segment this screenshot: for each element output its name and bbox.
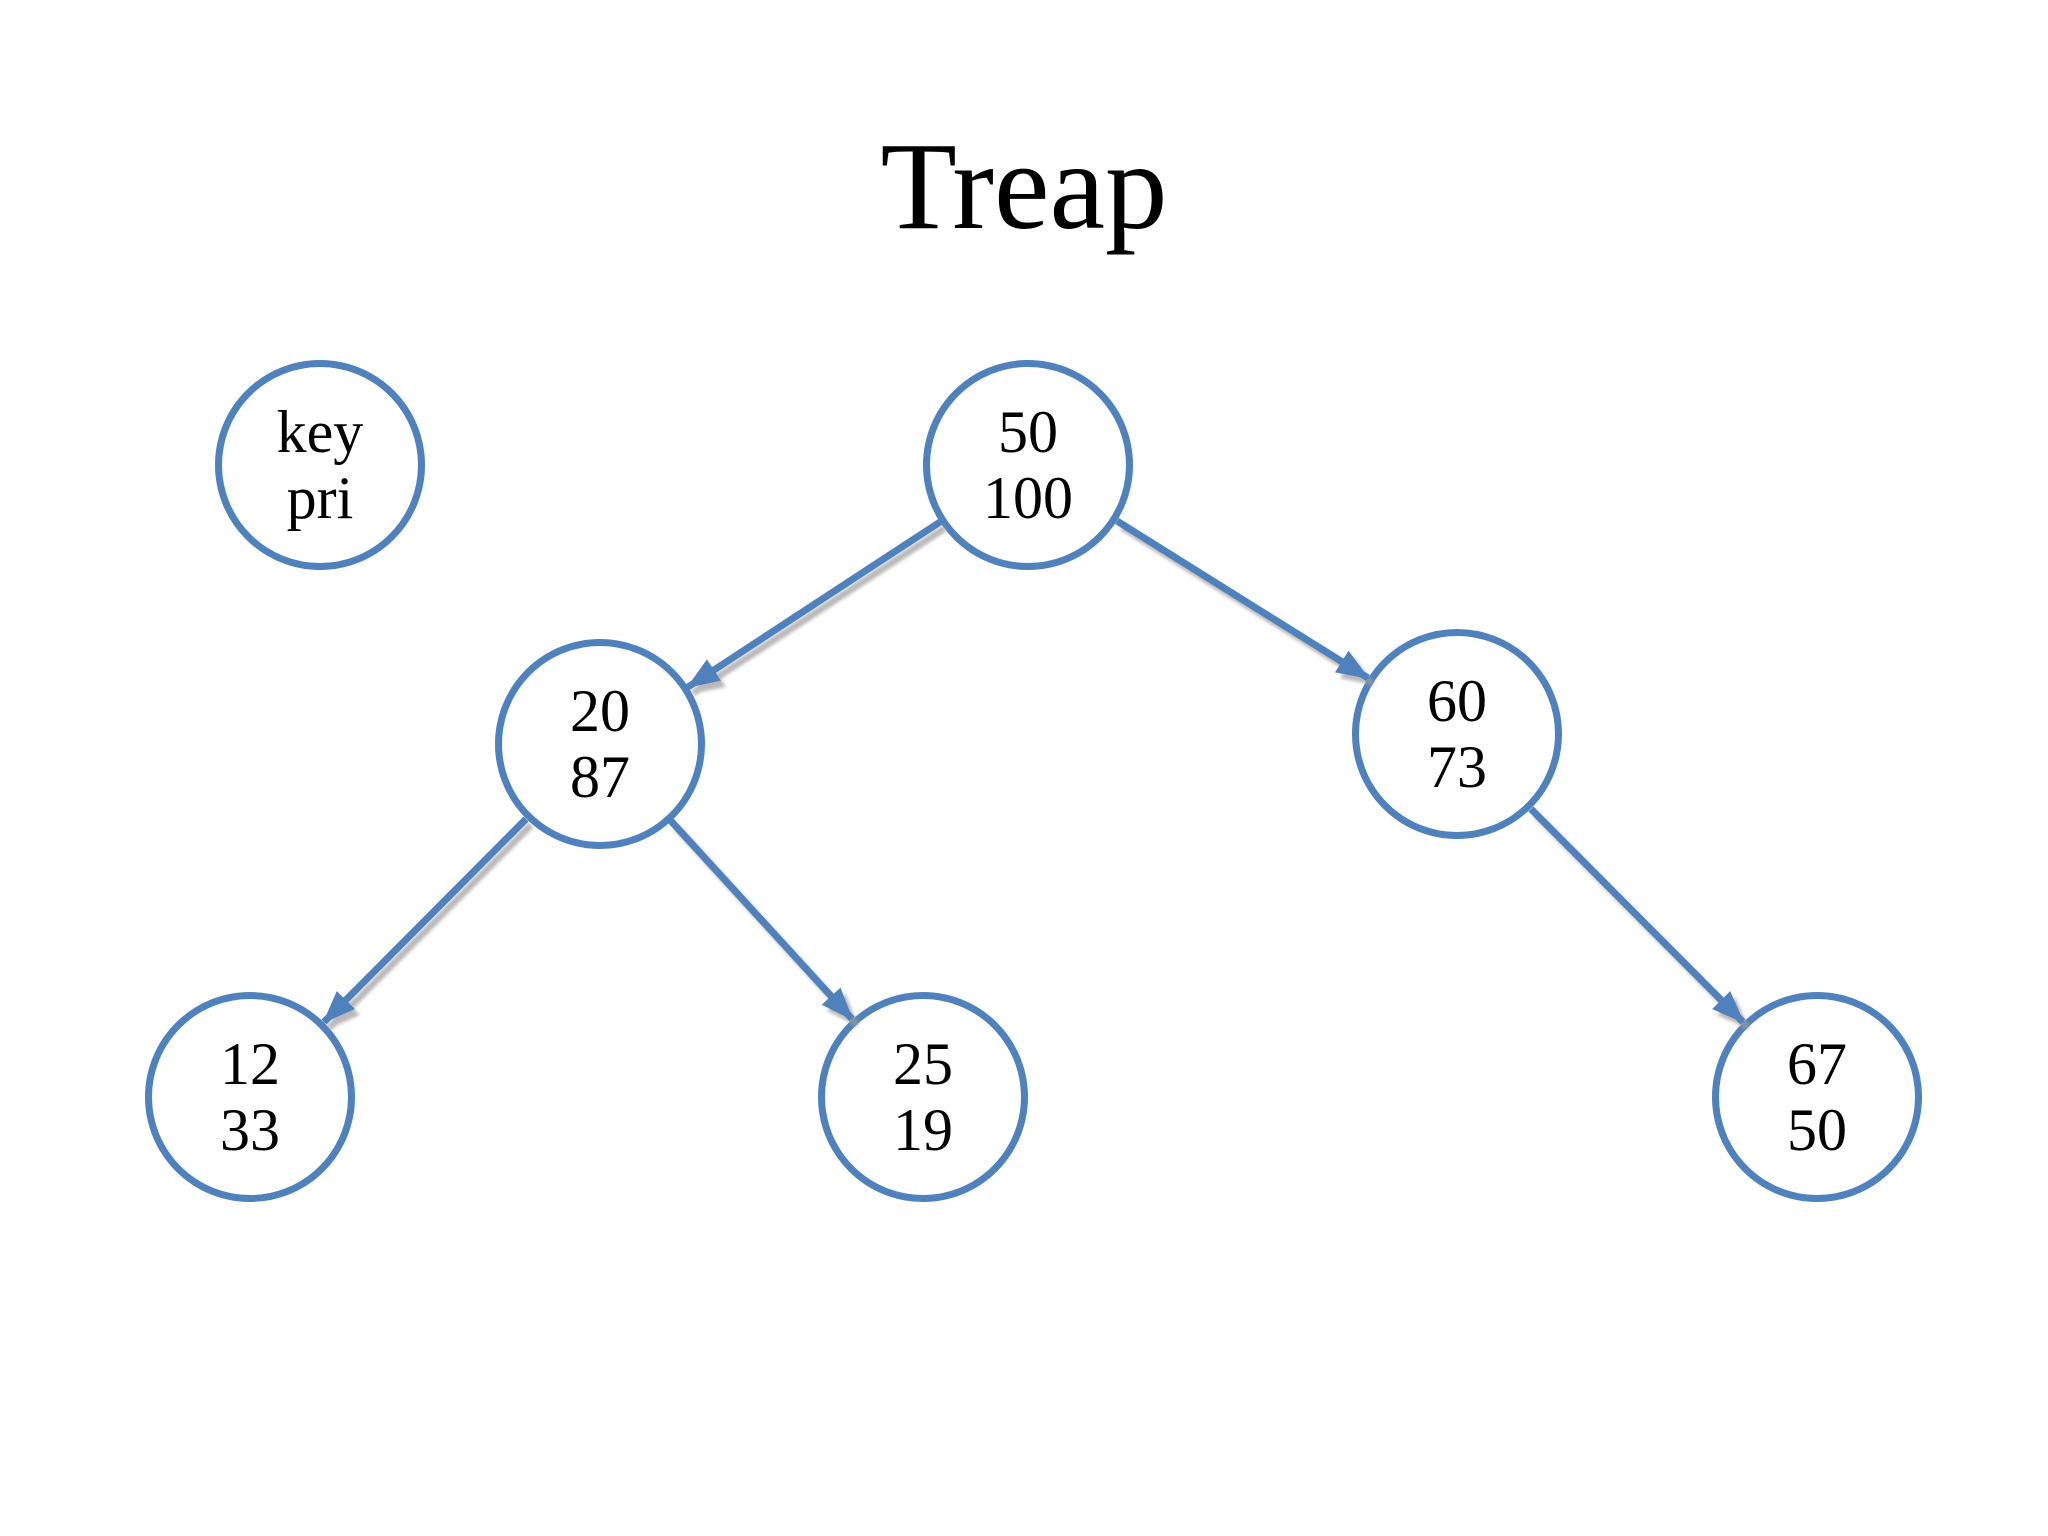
edge-root-to-right-child	[1115, 518, 1370, 681]
edge-left-child-to-left-right-leaf	[668, 818, 855, 1022]
legend-key-label: key	[276, 399, 364, 465]
node-key: 50	[998, 399, 1058, 465]
edge-root-to-left-child	[686, 519, 942, 690]
legend-node: key pri	[215, 360, 425, 570]
node-key: 67	[1787, 1031, 1847, 1097]
tree-node-right-child: 60 73	[1352, 629, 1562, 839]
page-title: Treap	[880, 118, 1168, 256]
node-pri: 19	[893, 1097, 953, 1163]
node-key: 25	[893, 1031, 953, 1097]
node-key: 20	[570, 678, 630, 744]
node-pri: 50	[1787, 1097, 1847, 1163]
node-pri: 100	[983, 465, 1073, 531]
tree-node-root: 50 100	[923, 360, 1133, 570]
tree-node-right-right-leaf: 67 50	[1712, 992, 1922, 1202]
node-pri: 73	[1427, 734, 1487, 800]
legend-pri-label: pri	[286, 465, 354, 531]
tree-node-left-right-leaf: 25 19	[818, 992, 1028, 1202]
tree-node-left-left-leaf: 12 33	[145, 992, 355, 1202]
edge-right-child-to-right-right-leaf	[1528, 806, 1746, 1025]
edge-left-child-to-left-left-leaf	[321, 816, 529, 1025]
node-pri: 33	[220, 1097, 280, 1163]
tree-node-left-child: 20 87	[495, 639, 705, 849]
node-key: 12	[220, 1031, 280, 1097]
node-key: 60	[1427, 668, 1487, 734]
node-pri: 87	[570, 744, 630, 810]
